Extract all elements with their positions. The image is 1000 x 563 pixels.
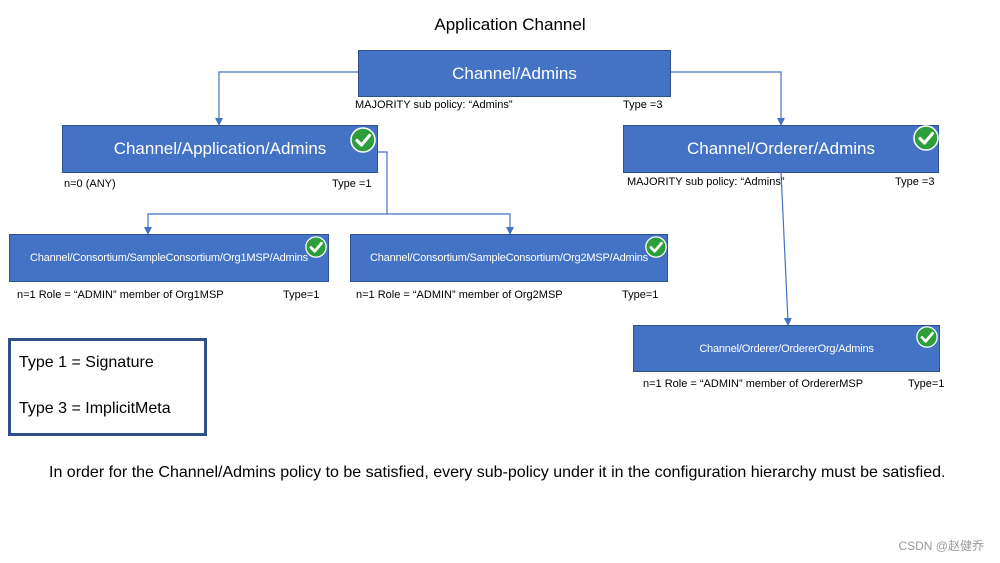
application-admins-type-note: Type =1	[332, 178, 372, 190]
org1msp-type-note: Type=1	[283, 289, 320, 301]
edge-orderer-to-ordererorg	[780, 171, 792, 326]
application-admins-n-note: n=0 (ANY)	[64, 178, 116, 190]
orderer-admins-type-note: Type =3	[895, 176, 935, 188]
legend-type1: Type 1 = Signature	[19, 354, 154, 371]
watermark: CSDN @赵健乔	[898, 539, 984, 553]
check-circle-icon	[645, 236, 667, 258]
edge-application-to-org1	[144, 213, 387, 235]
edge-application-connector	[376, 151, 388, 214]
explanation-text: In order for the Channel/Admins policy t…	[49, 464, 946, 481]
node-org2msp-admins: Channel/Consortium/SampleConsortium/Org2…	[350, 234, 668, 282]
node-channel-admins-label: Channel/Admins	[452, 63, 577, 83]
edge-admins-to-orderer	[670, 71, 785, 126]
node-ordererorg-admins: Channel/Orderer/OrdererOrg/Admins	[633, 325, 940, 372]
edge-application-to-org2	[387, 213, 514, 235]
org2msp-type-note: Type=1	[622, 289, 659, 301]
legend-type3: Type 3 = ImplicitMeta	[19, 400, 171, 417]
orderer-admins-subpolicy-note: MAJORITY sub policy: “Admins”	[627, 176, 785, 188]
type-legend: Type 1 = Signature Type 3 = ImplicitMeta	[8, 338, 207, 436]
channel-admins-subpolicy-note: MAJORITY sub policy: “Admins”	[355, 99, 513, 111]
check-circle-icon	[913, 125, 939, 151]
node-org2msp-admins-label: Channel/Consortium/SampleConsortium/Org2…	[370, 252, 648, 264]
diagram-title: Application Channel	[434, 15, 586, 34]
check-circle-icon	[916, 326, 938, 348]
node-ordererorg-admins-label: Channel/Orderer/OrdererOrg/Admins	[699, 342, 874, 355]
check-circle-icon	[350, 127, 376, 153]
ordererorg-type-note: Type=1	[908, 378, 945, 390]
node-channel-admins: Channel/Admins	[358, 50, 671, 97]
channel-admins-type-note: Type =3	[623, 99, 663, 111]
node-org1msp-admins-label: Channel/Consortium/SampleConsortium/Org1…	[30, 252, 308, 264]
node-orderer-admins: Channel/Orderer/Admins	[623, 125, 939, 173]
edge-admins-to-application	[215, 71, 358, 126]
node-application-admins-label: Channel/Application/Admins	[113, 139, 327, 158]
org2msp-role-note: n=1 Role = “ADMIN” member of Org2MSP	[356, 289, 563, 301]
node-application-admins: Channel/Application/Admins	[62, 125, 378, 173]
node-orderer-admins-label: Channel/Orderer/Admins	[686, 139, 876, 158]
check-circle-icon	[305, 236, 327, 258]
org1msp-role-note: n=1 Role = “ADMIN” member of Org1MSP	[17, 289, 224, 301]
ordererorg-role-note: n=1 Role = “ADMIN” member of OrdererMSP	[643, 378, 864, 390]
node-org1msp-admins: Channel/Consortium/SampleConsortium/Org1…	[9, 234, 329, 282]
